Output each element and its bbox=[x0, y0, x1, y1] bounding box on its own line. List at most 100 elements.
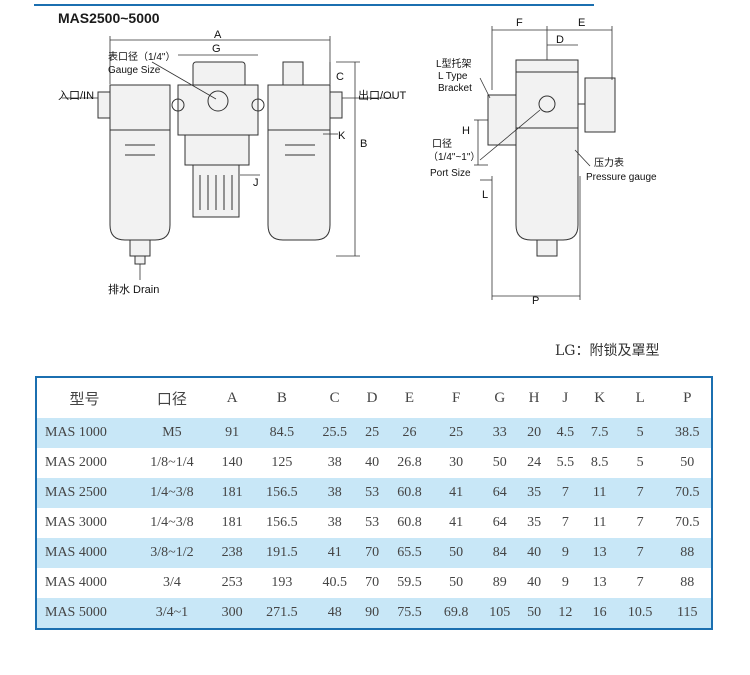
table-cell: 70 bbox=[365, 575, 380, 590]
front-left-body bbox=[109, 84, 171, 131]
table-cell: 5 bbox=[636, 455, 644, 470]
front-left-drain bbox=[129, 239, 151, 257]
table-cell: 9 bbox=[561, 575, 569, 590]
col-F: F bbox=[432, 377, 480, 418]
table-cell: 50 bbox=[432, 538, 480, 568]
bracket-label-en2: Bracket bbox=[438, 83, 472, 94]
gauge-label-en: Gauge Size bbox=[108, 65, 161, 76]
pressure-gauge-label-cn: 压力表 bbox=[594, 156, 624, 169]
table-cell: MAS 2500 bbox=[36, 478, 132, 508]
table-cell: 156.5 bbox=[252, 478, 312, 508]
dim-H: H bbox=[462, 125, 470, 137]
gauge-label-cn: 表口径（1/4"） bbox=[108, 50, 175, 63]
table-cell: 253 bbox=[221, 575, 243, 590]
table-cell: 60.8 bbox=[386, 478, 433, 508]
table-cell: 50 bbox=[449, 575, 464, 590]
table-cell: 181 bbox=[221, 515, 243, 530]
dim-D: D bbox=[556, 34, 564, 46]
table-cell: 11 bbox=[582, 478, 617, 508]
table-cell: MAS 4000 bbox=[45, 575, 107, 590]
table-cell: 25 bbox=[358, 418, 387, 448]
table-cell: 193 bbox=[271, 575, 293, 590]
table-cell: 125 bbox=[271, 455, 293, 470]
table-cell: 12 bbox=[548, 598, 583, 629]
table-cell: 5 bbox=[616, 418, 664, 448]
table-cell: 4.5 bbox=[548, 418, 583, 448]
table-cell: 38 bbox=[327, 515, 342, 530]
table-cell: 7 bbox=[616, 538, 664, 568]
side-body bbox=[515, 69, 579, 129]
dim-J: J bbox=[253, 177, 259, 189]
table-cell: 41 bbox=[311, 538, 359, 568]
table-cell: 40 bbox=[527, 575, 542, 590]
front-regulator-body bbox=[177, 84, 259, 136]
table-cell: 70 bbox=[358, 538, 387, 568]
table-cell: 7 bbox=[636, 575, 644, 590]
col-A: A bbox=[211, 377, 253, 418]
port-label-range: （1/4"~1"） bbox=[428, 151, 480, 163]
dim-C: C bbox=[336, 71, 344, 83]
dim-E: E bbox=[578, 17, 585, 29]
table-cell: 64 bbox=[492, 515, 507, 530]
table-cell: 75.5 bbox=[386, 598, 433, 629]
drain-label: 排水 Drain bbox=[108, 282, 159, 296]
table-cell: 13 bbox=[592, 575, 607, 590]
table-cell: 11 bbox=[592, 515, 607, 530]
table-cell: 25.5 bbox=[311, 418, 359, 448]
table-cell: 35 bbox=[527, 515, 542, 530]
side-bowl bbox=[515, 127, 579, 241]
col-G: G bbox=[479, 377, 520, 418]
table-cell: 13 bbox=[582, 538, 617, 568]
table-cell: 59.5 bbox=[397, 575, 422, 590]
table-cell: 7 bbox=[561, 515, 569, 530]
table-cell: 156.5 bbox=[266, 515, 298, 530]
table-cell: M5 bbox=[132, 418, 212, 448]
top-rule bbox=[34, 4, 594, 6]
table-cell: MAS 3000 bbox=[45, 515, 107, 530]
col-H: H bbox=[520, 377, 549, 418]
table-cell: 64 bbox=[479, 478, 520, 508]
table-cell: 10.5 bbox=[616, 598, 664, 629]
table-cell: 20 bbox=[520, 418, 549, 448]
table-cell: 90 bbox=[358, 598, 387, 629]
dim-B: B bbox=[360, 138, 367, 150]
col-J: J bbox=[548, 377, 583, 418]
table-cell: 35 bbox=[520, 478, 549, 508]
port-label-cn: 口径 bbox=[432, 137, 452, 150]
table-cell: 271.5 bbox=[252, 598, 312, 629]
table-cell: 25 bbox=[432, 418, 480, 448]
table-cell: 105 bbox=[479, 598, 520, 629]
bracket-label-cn: L型托架 bbox=[436, 57, 472, 70]
col-E: E bbox=[386, 377, 433, 418]
col-P: P bbox=[663, 377, 712, 418]
table-cell: 7 bbox=[548, 478, 583, 508]
table-cell: 1/8~1/4 bbox=[150, 455, 194, 470]
table-cell: 50 bbox=[680, 455, 695, 470]
pressure-gauge bbox=[584, 77, 616, 133]
dim-P: P bbox=[532, 295, 539, 307]
col-port: 口径 bbox=[132, 377, 212, 418]
table-cell: 53 bbox=[358, 478, 387, 508]
side-bracket bbox=[487, 94, 517, 146]
col-D: D bbox=[358, 377, 387, 418]
table-cell: 53 bbox=[365, 515, 380, 530]
dim-A: A bbox=[214, 29, 222, 41]
table-cell: 3/4~1 bbox=[132, 598, 212, 629]
bracket-label-en1: L Type bbox=[438, 71, 468, 82]
table-cell: 9 bbox=[548, 538, 583, 568]
table-cell: 89 bbox=[492, 575, 507, 590]
front-right-bowl bbox=[267, 129, 331, 241]
col-L: L bbox=[616, 377, 664, 418]
table-cell: 50 bbox=[492, 455, 507, 470]
table-cell: 3/4 bbox=[162, 575, 181, 590]
table-cell: 50 bbox=[520, 598, 549, 629]
table-cell: 7.5 bbox=[582, 418, 617, 448]
table-cell: 181 bbox=[211, 478, 253, 508]
table-cell: 48 bbox=[311, 598, 359, 629]
table-cell: 300 bbox=[211, 598, 253, 629]
